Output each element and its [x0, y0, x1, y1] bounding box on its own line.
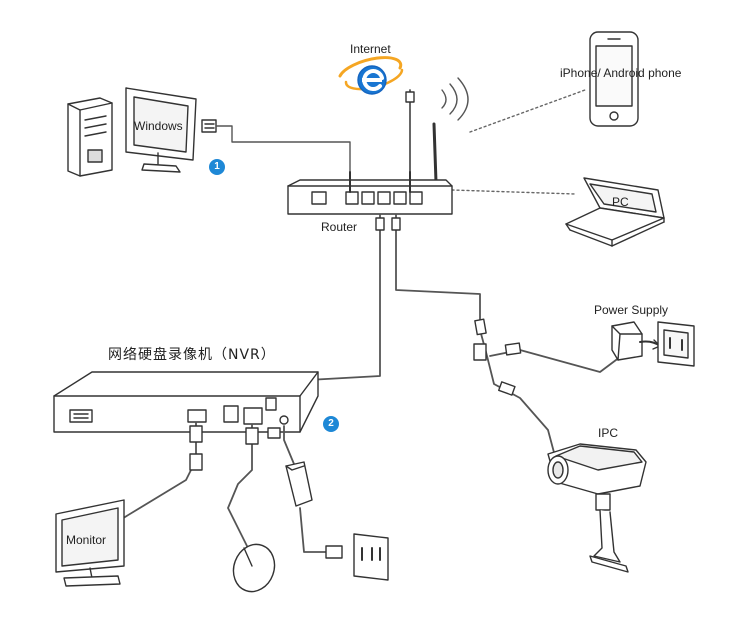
- wall-outlet-icon: [657, 321, 695, 367]
- windows-label: Windows: [134, 119, 183, 133]
- nvr-title: 网络硬盘录像机（NVR）: [108, 347, 276, 363]
- router-to-ipc-cable: [395, 213, 557, 461]
- monitor-icon: [55, 499, 125, 587]
- step-2-badge: 2: [323, 416, 339, 432]
- nvr-power-adapter-icon: [285, 461, 343, 559]
- power-supply-label: Power Supply: [594, 303, 669, 317]
- laptop-icon: [565, 177, 665, 247]
- iphone-label: iPhone/ Android phone: [560, 66, 682, 80]
- desktop-computer-icon: [67, 87, 217, 177]
- router-icon: [287, 122, 453, 215]
- wifi-signal-icon: [441, 77, 469, 121]
- mouse-icon: [232, 543, 276, 593]
- smartphone-icon: [589, 31, 639, 127]
- step-1-badge: 1: [209, 159, 225, 175]
- wall-outlet-bottom-icon: [353, 533, 389, 581]
- ipc-label: IPC: [598, 426, 619, 440]
- internet-explorer-icon: [338, 56, 404, 95]
- wireless-link-phone: [469, 89, 586, 133]
- wireless-link-pc: [451, 189, 576, 195]
- router-label: Router: [321, 220, 358, 234]
- nvr-mouse-cable: [227, 423, 253, 549]
- nvr-power-cable: [283, 425, 295, 465]
- power-adapter-icon: [611, 321, 661, 361]
- internet-label: Internet: [350, 42, 391, 56]
- nvr-adapter-cable: [299, 507, 331, 553]
- ipc-power-cable: [489, 349, 625, 373]
- monitor-label: Monitor: [66, 533, 107, 547]
- pc-label: PC: [612, 195, 629, 209]
- nvr-vga-cable: [119, 421, 197, 521]
- nvr-device-icon: [53, 371, 319, 433]
- ip-camera-icon: [547, 443, 647, 573]
- desktop-cable: [215, 125, 351, 173]
